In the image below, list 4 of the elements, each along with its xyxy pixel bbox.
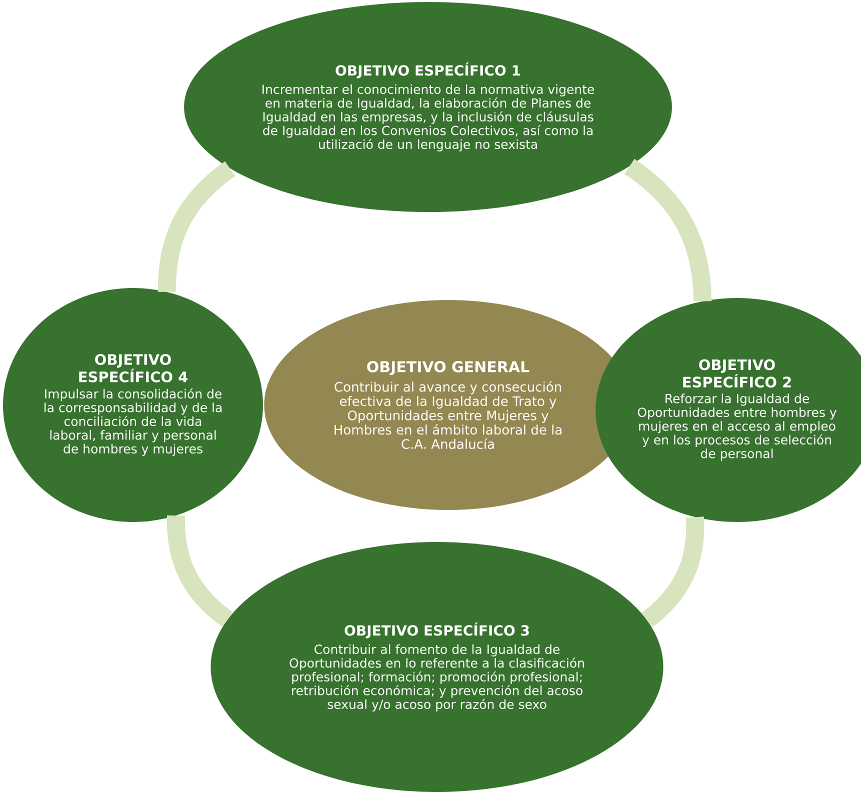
ring-segment <box>624 159 712 302</box>
ring-segment <box>158 161 236 292</box>
ring-segment <box>641 516 704 628</box>
ring-segment <box>167 516 233 627</box>
